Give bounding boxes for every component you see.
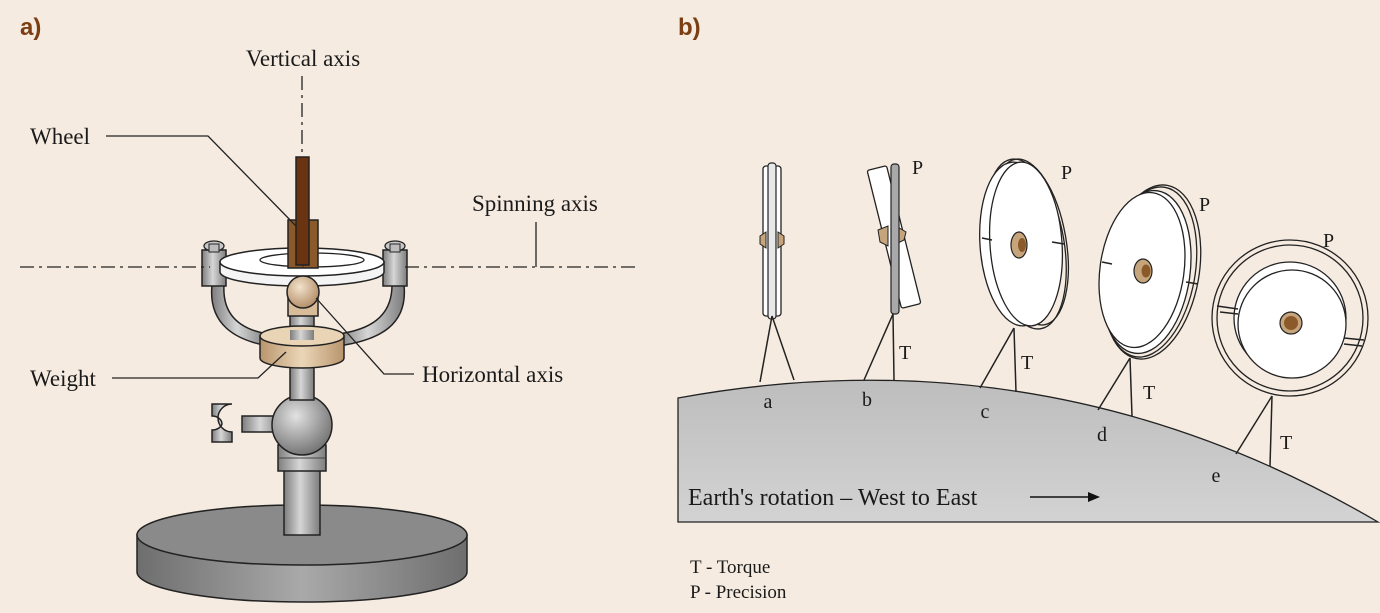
horizontal-axis-ball [286,275,320,309]
label-weight: Weight [30,366,96,391]
spindle [295,156,310,266]
gyro-position-d [1097,184,1202,417]
post-right [382,249,408,287]
gyroscope-apparatus [136,156,468,603]
legend-torque: T - Torque [690,557,771,578]
horizontal-axis-leader [315,297,414,375]
panel-label-b: b) [678,14,701,41]
label-earth-rotation: Earth's rotation – West to East [688,485,978,511]
fork-clamp [211,403,233,443]
label-precession-c: P [1061,162,1072,184]
label-torque-c: T [1021,352,1033,374]
label-precession-b: P [912,157,923,179]
rotation-arrow-head [1088,492,1100,502]
panel-label-a: a) [20,14,42,41]
legend-precision: P - Precision [690,582,787,603]
label-torque-d: T [1143,382,1155,404]
label-position-e: e [1212,465,1221,487]
gyro-position-e [1211,239,1369,467]
gyro-position-c [979,158,1069,393]
label-precession-d: P [1199,194,1210,216]
label-position-a: a [764,391,773,413]
gyro-position-b [863,163,922,381]
weight-leader [112,351,287,379]
label-spinning-axis: Spinning axis [472,191,598,216]
wheel-leader [106,135,297,227]
label-position-b: b [862,389,872,411]
label-wheel: Wheel [30,124,90,149]
label-precession-e: P [1323,230,1334,252]
joint-ball [271,394,333,456]
label-position-c: c [981,401,990,423]
gimbal-arm-right [337,284,406,347]
label-torque-b: T [899,342,911,364]
label-torque-e: T [1280,432,1292,454]
label-position-d: d [1097,424,1107,446]
label-horizontal-axis: Horizontal axis [422,362,563,387]
label-vertical-axis: Vertical axis [246,46,360,71]
gyro-position-a [759,162,795,383]
earth-surface [677,379,1380,523]
